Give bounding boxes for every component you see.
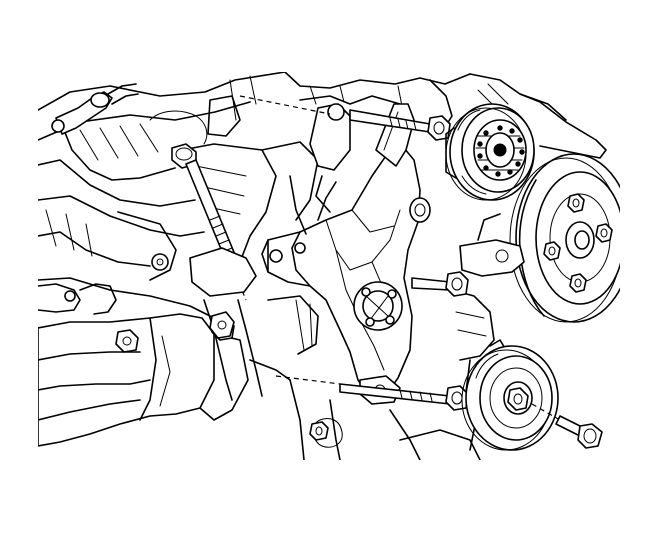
right-mount [459,213,525,277]
exhaust-manifold [38,283,249,447]
hub-pulley [509,153,620,323]
accessory-bracket [261,103,431,405]
upper-idler-pulley [445,103,535,201]
side-mount [151,247,263,401]
lower-idler-pulley [461,339,603,451]
engine-block [38,72,607,460]
bracket-bolts [239,95,469,411]
misc-fasteners [159,175,337,441]
hose-fitting [51,83,139,135]
